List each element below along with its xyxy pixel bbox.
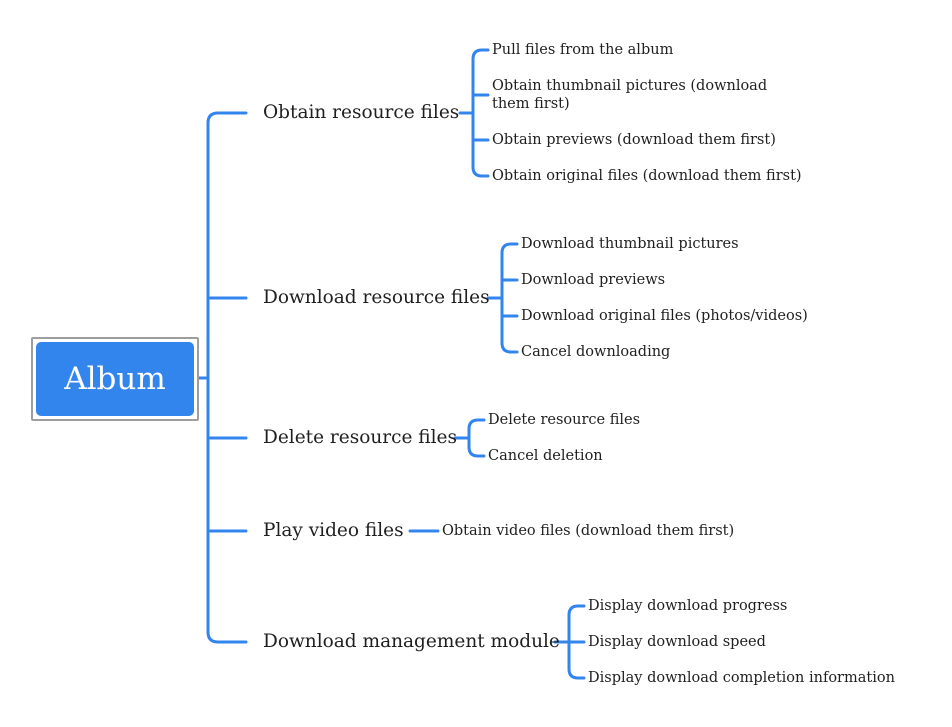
- leaf-obtain-video-files[interactable]: Obtain video files (download them first): [442, 523, 735, 539]
- leaf-download-previews[interactable]: Download previews: [521, 272, 666, 288]
- branch-download-management-module[interactable]: Download management module: [263, 631, 560, 652]
- branch-1-bracket-spine: [500, 242, 519, 354]
- leaf-display-download-completion[interactable]: Display download completion information: [588, 670, 895, 686]
- root-bracket-spine: [206, 111, 248, 644]
- leaf-pull-files[interactable]: Pull files from the album: [492, 42, 674, 58]
- leaf-obtain-previews[interactable]: Obtain previews (download them first): [492, 132, 776, 148]
- leaf-download-thumbnails[interactable]: Download thumbnail pictures: [521, 236, 739, 252]
- branch-delete-resource-files[interactable]: Delete resource files: [263, 427, 457, 448]
- root-node-frame[interactable]: Album: [31, 337, 199, 421]
- leaf-obtain-thumbnails[interactable]: Obtain thumbnail pictures (download them…: [492, 78, 768, 112]
- leaf-cancel-deletion[interactable]: Cancel deletion: [488, 448, 603, 464]
- leaf-display-download-progress[interactable]: Display download progress: [588, 598, 788, 614]
- leaf-cancel-downloading[interactable]: Cancel downloading: [521, 344, 671, 360]
- leaf-obtain-original-files[interactable]: Obtain original files (download them fir…: [492, 168, 802, 184]
- branch-2-bracket-spine: [467, 418, 486, 458]
- leaf-download-original-files[interactable]: Download original files (photos/videos): [521, 308, 808, 324]
- leaf-delete-resource-files[interactable]: Delete resource files: [488, 412, 641, 428]
- branch-download-resource-files[interactable]: Download resource files: [263, 287, 490, 308]
- branch-play-video-files[interactable]: Play video files: [263, 520, 404, 541]
- leaf-display-download-speed[interactable]: Display download speed: [588, 634, 766, 650]
- root-node[interactable]: Album: [36, 342, 194, 416]
- branch-obtain-resource-files[interactable]: Obtain resource files: [263, 102, 460, 123]
- branch-0-bracket-spine: [471, 48, 490, 178]
